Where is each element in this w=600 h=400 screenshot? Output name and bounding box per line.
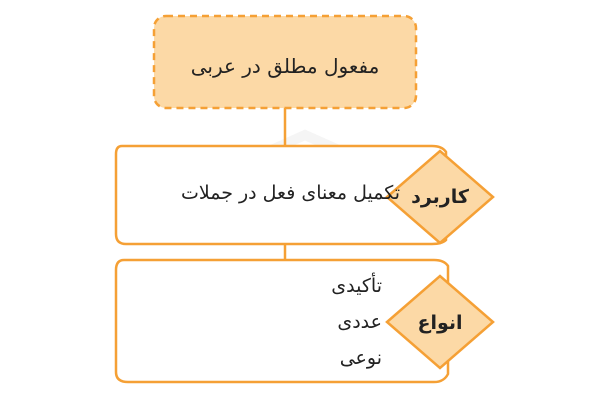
type-item-kind: نوعی	[339, 347, 382, 369]
type-item-numeric: عددی	[337, 311, 382, 333]
types-label: انواع	[417, 312, 463, 334]
types-box	[114, 258, 450, 384]
title-box	[152, 14, 418, 110]
usage-label: کاربرد	[411, 186, 469, 208]
type-item-emphatic: تأکیدی	[331, 275, 382, 297]
types-diamond	[385, 274, 495, 370]
types-list: تأکیدی عددی نوعی	[331, 268, 382, 376]
diagram-title: مفعول مطلق در عربی	[190, 54, 380, 78]
usage-description: تکمیل معنای فعل در جملات	[180, 182, 400, 204]
usage-diamond	[385, 149, 495, 245]
usage-box	[114, 144, 448, 246]
